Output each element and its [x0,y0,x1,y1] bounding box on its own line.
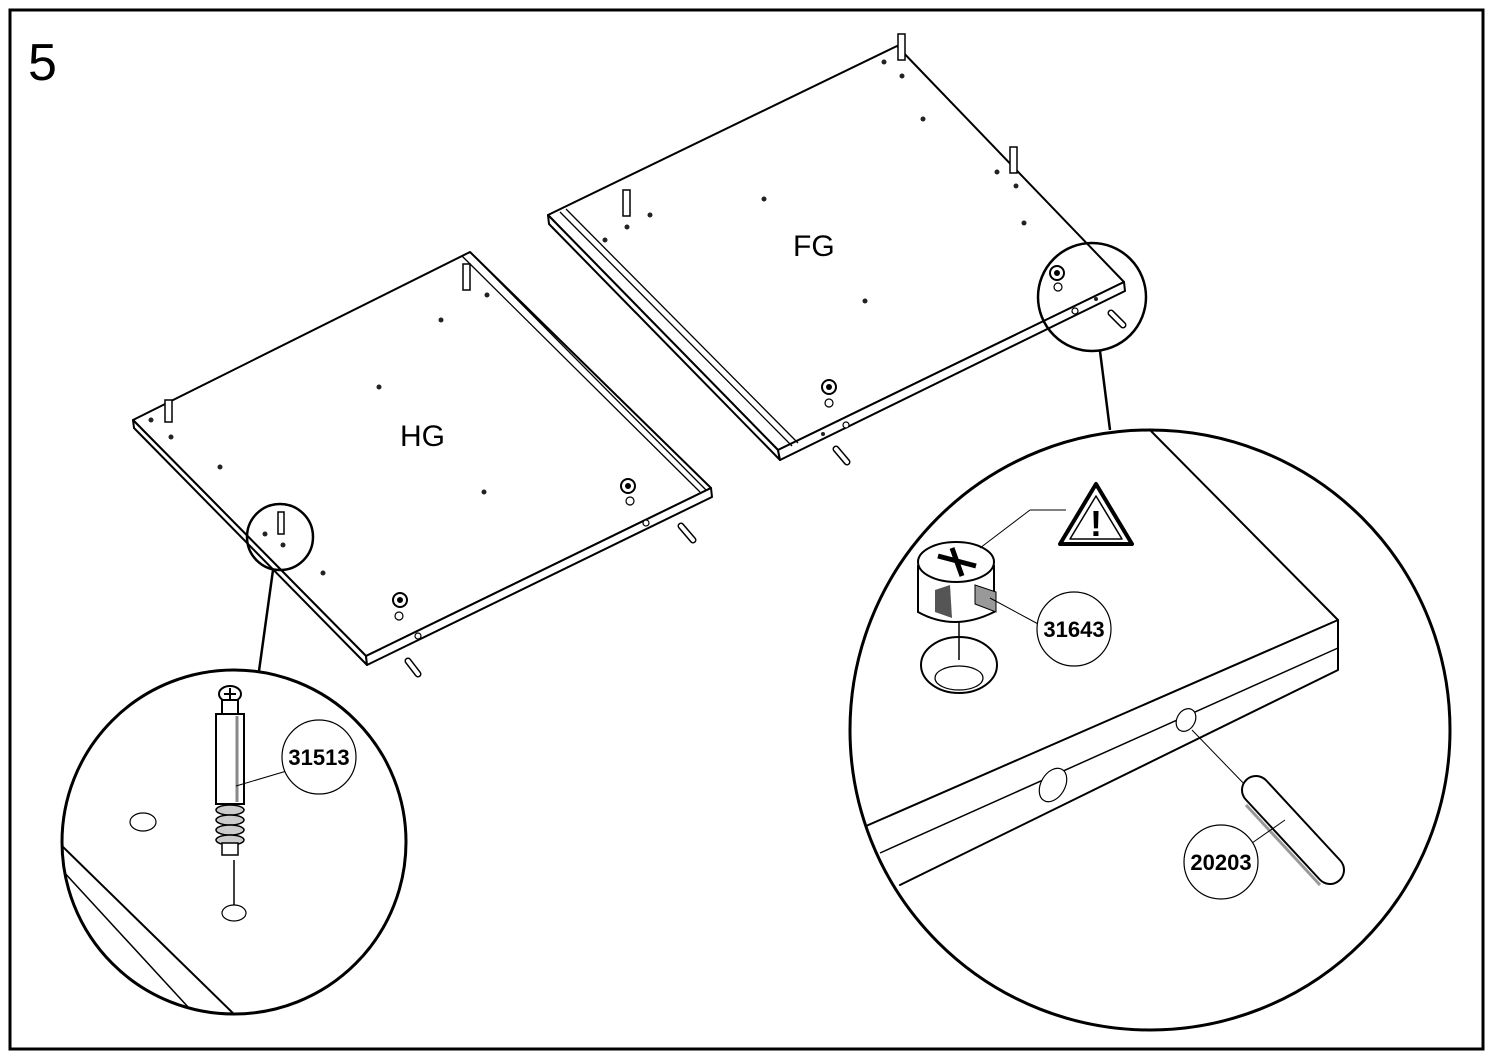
dowel-illustration [1241,775,1345,887]
detail-cam-bolt: 31513 [60,668,408,1016]
cam-lock-illustration [917,541,998,694]
fg-cam-bolt [622,33,1018,217]
panel-fg-label: FG [793,230,835,263]
step-number: 5 [28,34,57,92]
panel-fg: FG [547,33,1127,466]
part-31643-callout [1036,591,1112,667]
hg-cam-lock [392,478,636,608]
page-frame [8,8,1485,1051]
part-31643-number: 31643 [1043,617,1104,642]
part-20203-callout [1183,824,1259,900]
fg-leader-line [1098,350,1112,431]
detail-cam-lock-dowel: ! 31643 20203 [848,428,1452,1032]
panel-hg: HG [132,251,713,678]
fg-holes [602,59,1098,436]
fg-callout-ring [1036,241,1148,353]
warning-triangle-icon: ! [1058,482,1134,546]
hg-holes [148,292,650,640]
hg-callout-ring [245,502,315,572]
panel-hg-label: HG [400,420,445,453]
part-31513-callout [281,719,357,795]
warning-mark: ! [1090,503,1102,544]
fg-dowel [832,309,1127,466]
hg-cam-bolt [164,263,471,535]
part-20203-number: 20203 [1190,850,1251,875]
part-31513-number: 31513 [288,745,349,770]
hg-leader-line [257,569,275,672]
fg-cam-lock [821,265,1065,395]
hg-dowel [404,522,697,678]
cam-bolt-illustration [215,685,245,856]
